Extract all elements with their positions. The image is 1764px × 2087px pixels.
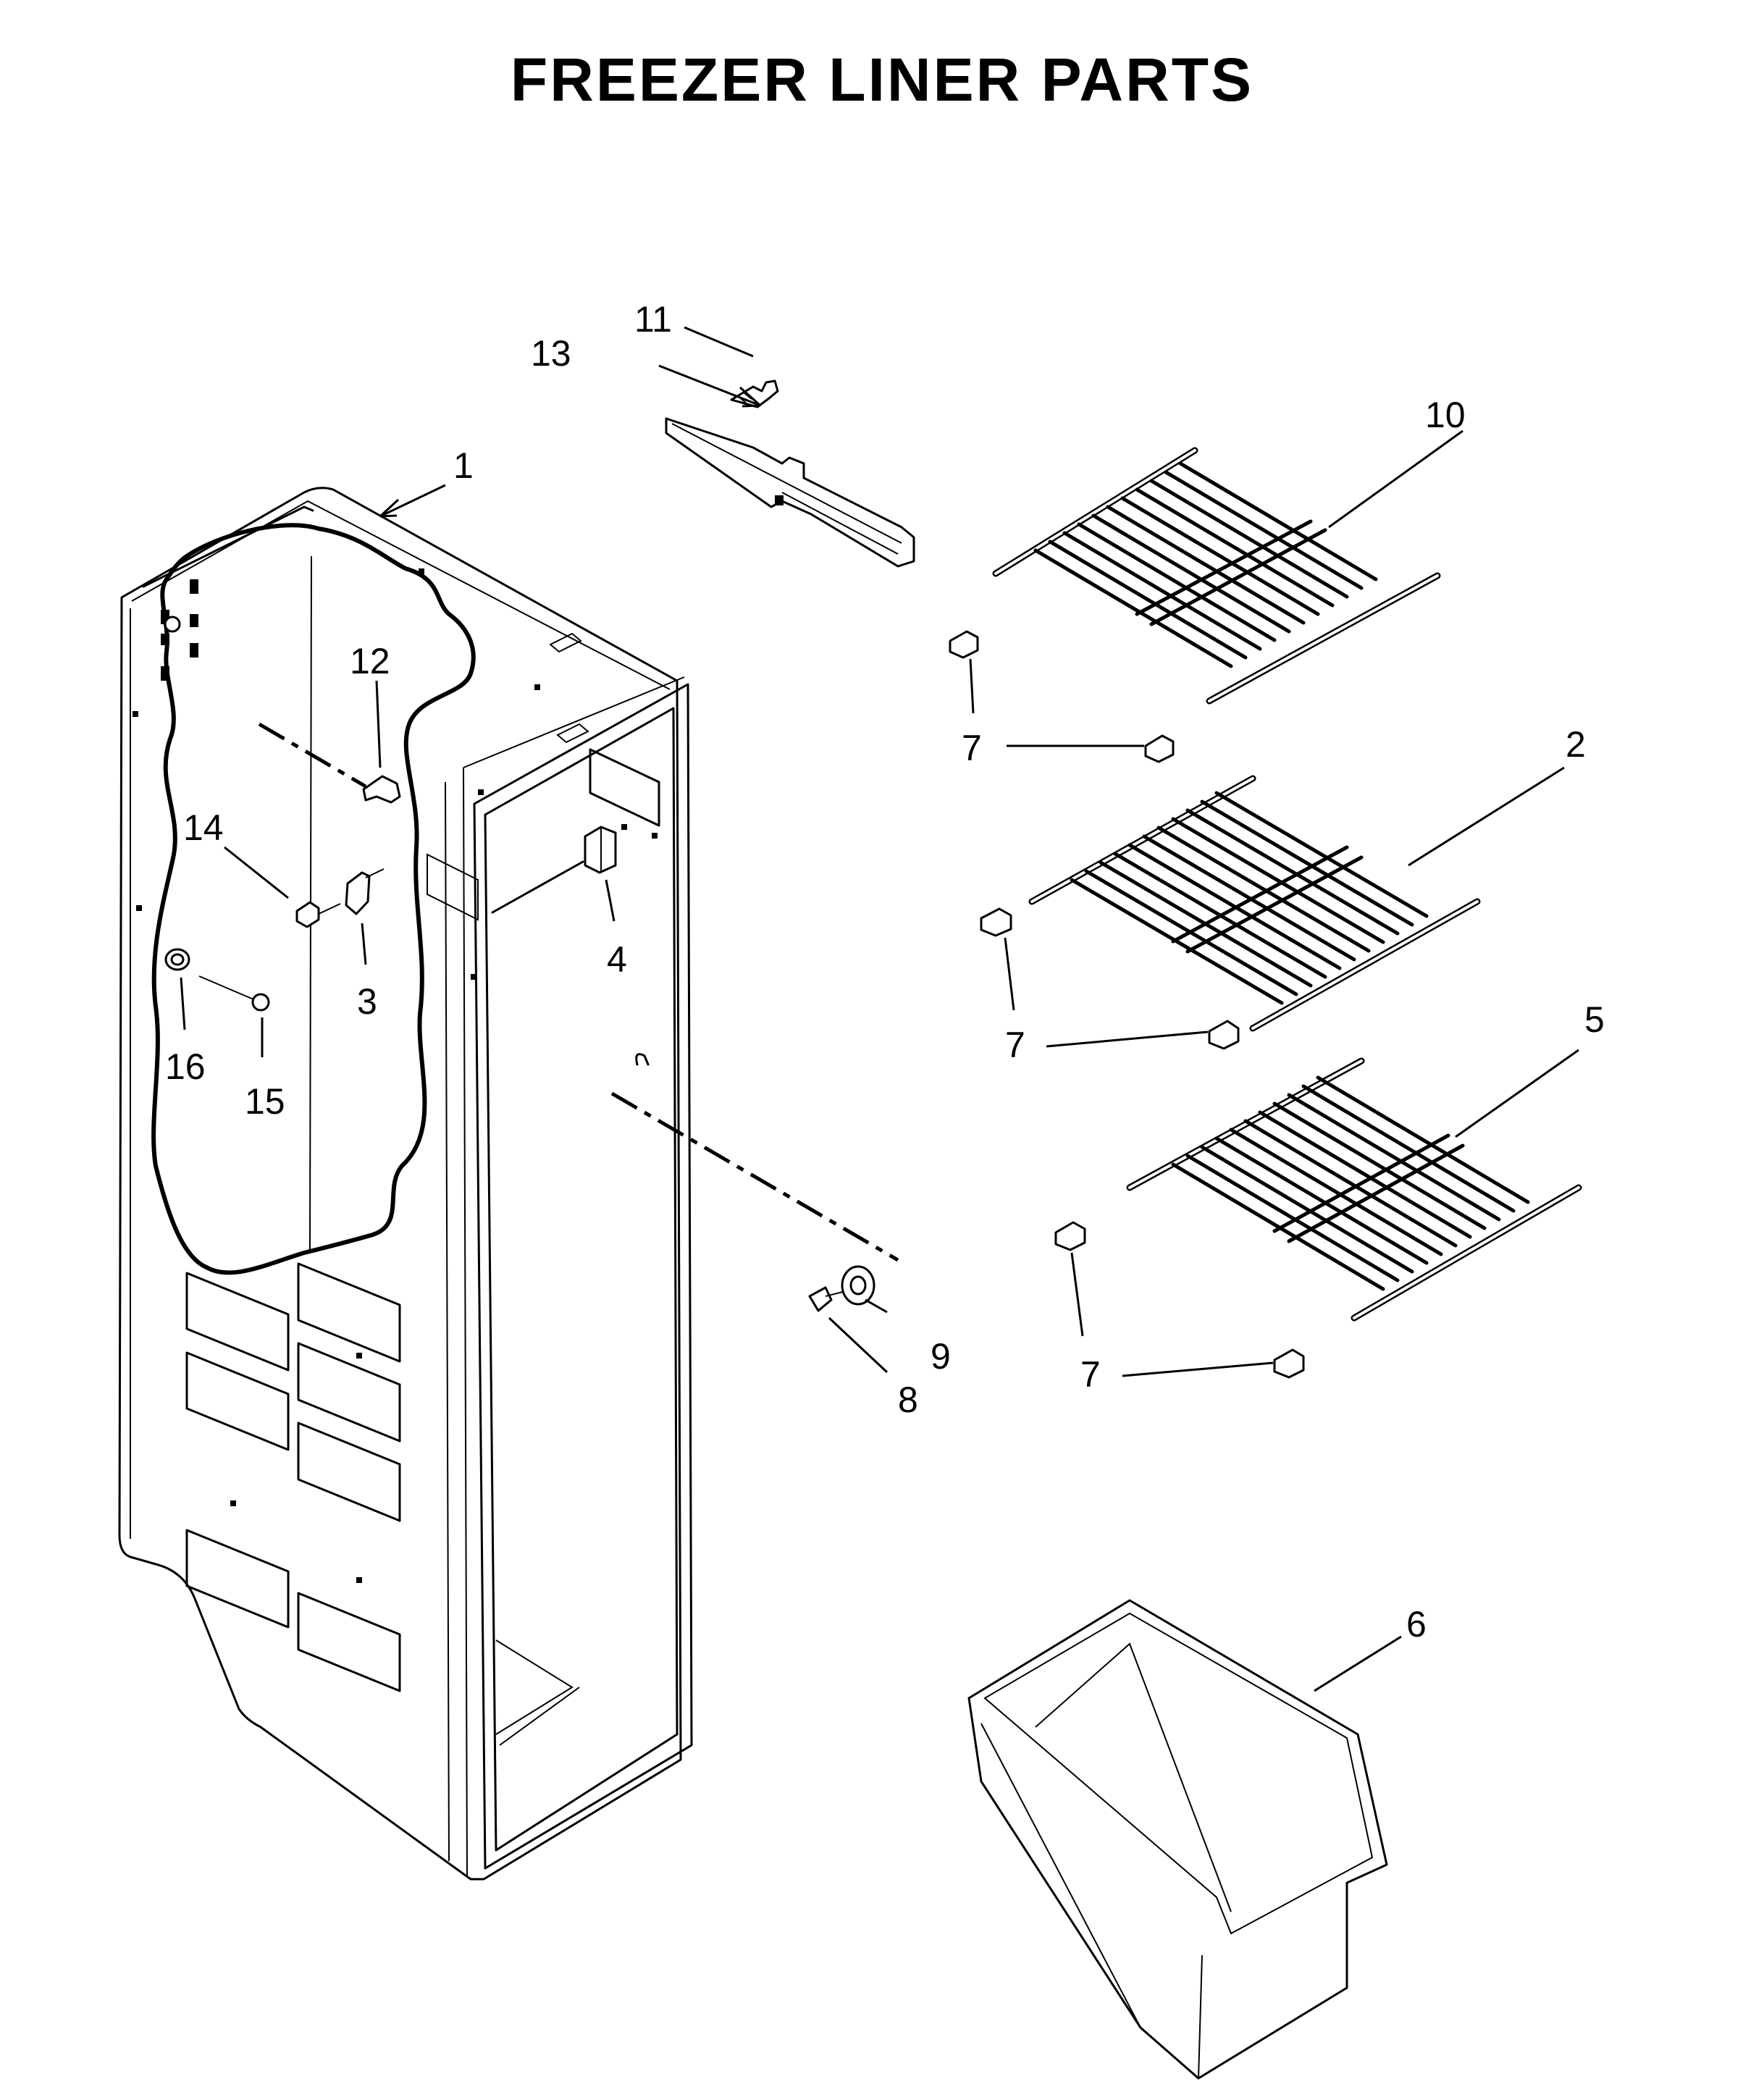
freezer-liner [118,487,693,1881]
shelf-top [992,447,1441,705]
freezer-bin [967,1599,1388,2080]
callout-4: 4 [607,939,627,980]
callout-2: 2 [1566,724,1586,765]
liner-clip [362,775,401,804]
pin-part [198,975,270,1012]
callout-14: 14 [183,807,224,848]
callout-5: 5 [1584,999,1605,1040]
callout-16: 16 [165,1046,206,1087]
callout-7a: 7 [962,728,982,768]
leader-lines [180,326,1579,1692]
callout-7c: 7 [1005,1025,1025,1065]
upper-bracket [345,868,385,915]
shelf-mid [1028,775,1481,1032]
callout-10: 10 [1425,395,1466,435]
callout-13: 13 [531,333,571,374]
washer-part [841,1265,875,1306]
switch-part [491,826,617,914]
rail-screw [730,379,779,408]
callout-1: 1 [453,445,474,486]
callout-15: 15 [245,1081,285,1122]
callout-7e: 7 [1080,1354,1101,1395]
callout-3: 3 [357,981,377,1022]
callout-8: 8 [898,1380,918,1420]
shelf-low [1126,1057,1582,1322]
callout-11: 11 [634,299,672,340]
liner-vents [185,1262,401,1692]
diagram-title: FREEZER LINER PARTS [510,46,1254,114]
shelf-supports [949,630,1305,1379]
callout-6: 6 [1406,1604,1427,1645]
shelf-rail [665,417,915,568]
grommet-part [164,948,190,971]
callout-9: 9 [931,1336,951,1377]
callout-12: 12 [350,641,390,681]
left-screw [295,901,341,928]
